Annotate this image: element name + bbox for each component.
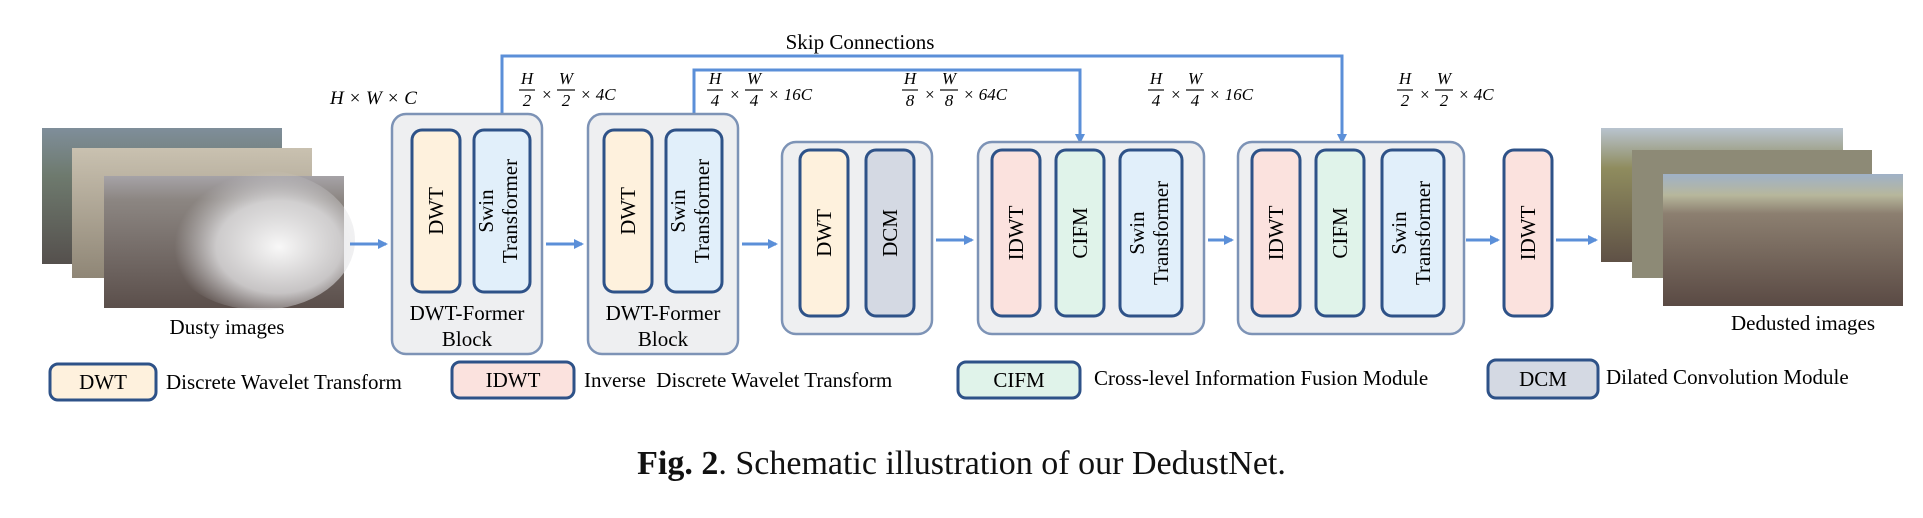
module-dwt-3: [798, 148, 850, 318]
module-swin-4-label-line1: Swin: [1387, 211, 1411, 255]
dim-4-num2: W: [942, 69, 958, 88]
dust-cloud: [165, 170, 355, 310]
dim-3-den1: 4: [711, 91, 720, 110]
dim-2-den1: 2: [523, 91, 532, 110]
module-idwt-1: [990, 148, 1042, 318]
dim-3-times: ×: [729, 85, 740, 104]
skip-connection-inner: [692, 68, 1085, 144]
module-swin-1: [472, 128, 532, 294]
module-swin-3-label-line2: Transformer: [1149, 181, 1173, 285]
dim-4-den2: 8: [945, 91, 954, 110]
dim-2: H 2 × W 2 × 4C: [519, 69, 616, 110]
dim-6-num2: W: [1437, 69, 1453, 88]
legend-dcm-swatch: [1486, 358, 1600, 400]
dwt-former-block-1-label-line2: Block: [442, 327, 493, 351]
module-swin-1-label-line1: Swin: [474, 189, 498, 233]
legend-dcm-abbr: DCM: [1519, 367, 1567, 391]
module-dwt-2: [602, 128, 654, 294]
dim-3-ch: × 16C: [768, 85, 813, 104]
dim-6-num1: H: [1398, 69, 1413, 88]
dedusted-images-label: Dedusted images: [1731, 311, 1875, 335]
module-swin-3-label-line1: Swin: [1125, 211, 1149, 255]
dwt-former-block-2-label-line1: DWT-Former: [606, 301, 721, 325]
dim-3-den2: 4: [750, 91, 759, 110]
dim-3: H 4 × W 4 × 16C: [707, 69, 813, 110]
dim-5-den1: 4: [1152, 91, 1161, 110]
module-dwt-2-label: DWT: [616, 187, 640, 235]
dim-5: H 4 × W 4 × 16C: [1148, 69, 1254, 110]
module-dwt-1: [410, 128, 462, 294]
figure-caption: Fig. 2. Schematic illustration of our De…: [0, 445, 1923, 483]
dim-6-ch: × 4C: [1458, 85, 1494, 104]
dim-3-num1: H: [708, 69, 723, 88]
module-swin-1-label-line2: Transformer: [498, 159, 522, 263]
module-cifm-1: [1054, 148, 1106, 318]
module-swin-2-label-line1: Swin: [666, 189, 690, 233]
dim-6-times: ×: [1419, 85, 1430, 104]
legend-dwt-abbr: DWT: [79, 370, 127, 394]
module-cifm-1-label: CIFM: [1068, 207, 1092, 259]
legend-dcm-desc: Dilated Convolution Module: [1606, 365, 1849, 389]
dusty-images-label: Dusty images: [170, 315, 285, 339]
legend-cifm-swatch: [956, 360, 1082, 400]
module-idwt-3-label: IDWT: [1516, 205, 1540, 260]
module-cifm-2-label: CIFM: [1328, 207, 1352, 259]
dim-1: H × W × C: [329, 88, 417, 109]
legend-idwt-swatch: [450, 360, 576, 400]
module-idwt-2: [1250, 148, 1302, 318]
dim-2-times: ×: [541, 85, 552, 104]
module-idwt-1-label: IDWT: [1004, 205, 1028, 260]
dim-4-num1: H: [903, 69, 918, 88]
dim-4-ch: × 64C: [963, 85, 1008, 104]
dim-2-num2: W: [559, 69, 575, 88]
module-idwt-2-label: IDWT: [1264, 205, 1288, 260]
module-dwt-3-label: DWT: [812, 209, 836, 257]
dusty-images-stack: [42, 128, 355, 310]
module-idwt-3: [1502, 148, 1554, 318]
legend-dwt-desc: Discrete Wavelet Transform: [166, 370, 402, 394]
skip-connection-outer: [500, 54, 1347, 144]
dim-4-times: ×: [924, 85, 935, 104]
dim-5-num1: H: [1149, 69, 1164, 88]
module-swin-2-label-line2: Transformer: [690, 159, 714, 263]
legend-idwt-abbr: IDWT: [486, 368, 541, 392]
module-swin-4: [1380, 148, 1446, 318]
legend-cifm-abbr: CIFM: [993, 368, 1045, 392]
legend-idwt-desc: Inverse Discrete Wavelet Transform: [584, 368, 892, 392]
module-dcm-label: DCM: [878, 209, 902, 257]
figure-caption-number: Fig. 2: [637, 445, 719, 482]
figure-caption-text: . Schematic illustration of our DedustNe…: [718, 445, 1286, 482]
module-cifm-2: [1314, 148, 1366, 318]
dedusted-image-3: [1663, 174, 1903, 306]
module-swin-2: [664, 128, 724, 294]
flow-arrows: [350, 235, 1598, 249]
dim-2-den2: 2: [562, 91, 571, 110]
dim-3-num2: W: [747, 69, 763, 88]
module-swin-3: [1118, 148, 1184, 318]
module-swin-4-label-line2: Transformer: [1411, 181, 1435, 285]
dim-6-den2: 2: [1440, 91, 1449, 110]
dim-6: H 2 × W 2 × 4C: [1397, 69, 1494, 110]
dim-6-den1: 2: [1401, 91, 1410, 110]
dim-5-num2: W: [1188, 69, 1204, 88]
module-dcm: [864, 148, 916, 318]
dim-5-den2: 4: [1191, 91, 1200, 110]
dim-5-ch: × 16C: [1209, 85, 1254, 104]
legend: DWT Discrete Wavelet Transform IDWT Inve…: [48, 358, 1849, 402]
legend-cifm-desc: Cross-level Information Fusion Module: [1094, 366, 1428, 390]
dim-2-ch: × 4C: [580, 85, 616, 104]
dim-2-num1: H: [520, 69, 535, 88]
dedusted-images-stack: [1601, 128, 1903, 306]
dwt-former-block-1-label-line1: DWT-Former: [410, 301, 525, 325]
module-dwt-1-label: DWT: [424, 187, 448, 235]
dim-4-den1: 8: [906, 91, 915, 110]
skip-connections: [500, 54, 1347, 144]
dwt-former-block-2-label-line2: Block: [638, 327, 689, 351]
legend-dwt-swatch: [48, 362, 158, 402]
dim-5-times: ×: [1170, 85, 1181, 104]
skip-connections-label: Skip Connections: [786, 30, 935, 54]
dim-4: H 8 × W 8 × 64C: [902, 69, 1008, 110]
